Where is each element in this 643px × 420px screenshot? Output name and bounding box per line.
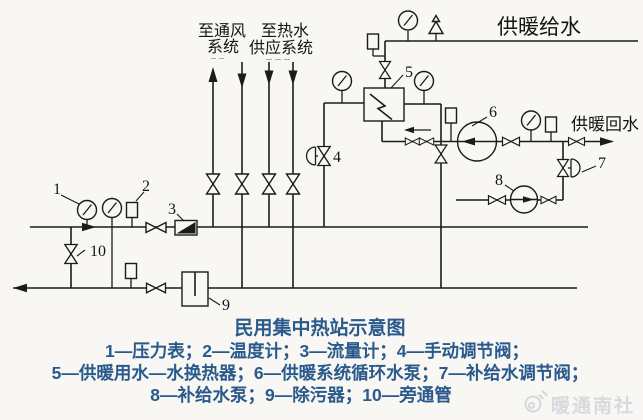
- label-to-hot-water-2: 供应系统: [249, 38, 313, 57]
- down-arrow: [237, 73, 247, 88]
- label-to-ventilation-2: 系统: [207, 38, 239, 56]
- pressure-gauge-icon: [413, 70, 435, 92]
- flow-arrow-out: [13, 283, 27, 293]
- down-arrow: [264, 70, 274, 85]
- thermometer-icon: [544, 116, 558, 133]
- shutoff-valve-icon: [378, 60, 392, 80]
- shutoff-valve-icon: [404, 137, 421, 146]
- supply-instruments: 1 2: [53, 178, 150, 288]
- callout-2: 2: [142, 178, 150, 195]
- bypass-pipe-10: 10: [64, 227, 106, 288]
- callout-5: 5: [405, 64, 413, 81]
- network-return-pipe: [13, 283, 577, 293]
- heating-return-pipe: 6 供暖回水: [381, 104, 639, 162]
- pump-flow-arrow: [462, 137, 475, 146]
- pressure-gauge-icon: [520, 110, 542, 131]
- shutoff-valve-icon: [540, 195, 557, 205]
- riser-pipes: 至通风 系统 至热水 供应系统: [198, 22, 313, 288]
- riser-valve-icon: [261, 173, 277, 195]
- supply-valve-and-flowmeter: 3: [145, 201, 198, 236]
- riser-valve-icon: [205, 173, 221, 195]
- pump-flow-arrow: [523, 196, 534, 203]
- callout-3: 3: [168, 201, 176, 218]
- shutoff-valve-icon: [487, 195, 507, 205]
- watermark-eye-icon: [524, 390, 548, 413]
- down-arrow: [288, 70, 298, 85]
- pressure-gauge-icon: [101, 197, 123, 219]
- pressure-gauge-icon: [76, 199, 98, 221]
- caption-legend-2: 5—供暖用水—水换热器；6—供暖系统循环水泵；7—补给水调节阀；: [52, 363, 589, 383]
- makeup-water-pipe: 7 8: [456, 141, 606, 214]
- thermometer-icon: [366, 33, 380, 50]
- caption-title: 民用集中热站示意图: [234, 316, 405, 339]
- bypass-valve-icon: [64, 243, 78, 265]
- thermometer-icon: [124, 262, 138, 280]
- primary-feed-pipe: 4: [305, 70, 364, 227]
- network-supply-pipe: [30, 222, 588, 232]
- heat-exchanger-5: 5: [363, 64, 413, 122]
- pressure-gauge-icon: [397, 10, 419, 31]
- return-instruments: 9: [124, 262, 230, 314]
- callout-4: 4: [333, 149, 341, 166]
- primary-return-pipe: [404, 70, 448, 288]
- thermometer-icon: [125, 201, 139, 219]
- flow-direction-arrow: [404, 126, 431, 134]
- callout-1: 1: [53, 181, 61, 198]
- label-heating-supply: 供暖给水: [497, 15, 581, 39]
- label-heating-return: 供暖回水: [571, 115, 639, 134]
- manual-regulating-valve-icon: [317, 145, 331, 167]
- callout-6: 6: [489, 104, 497, 121]
- up-arrow: [208, 67, 218, 82]
- watermark-text: 暖通南社: [551, 394, 635, 417]
- safety-valve-icon: [427, 14, 445, 41]
- watermark: 暖通南社: [524, 390, 635, 417]
- makeup-regulating-valve-icon: [556, 158, 570, 178]
- flow-arrow-in: [82, 222, 96, 232]
- riser-valve-icon: [234, 173, 250, 195]
- heat-exchange-zigzag: [369, 93, 393, 121]
- shutoff-valve-icon: [501, 136, 521, 147]
- label-to-hot-water-1: 至热水: [261, 22, 309, 40]
- caption-legend-3: 8—补给水泵；9—除污器；10—旁通管: [150, 385, 451, 405]
- label-to-ventilation-1: 至通风: [198, 22, 246, 40]
- figure-caption: 民用集中热站示意图 1—压力表；2—温度计；3—流量计；4—手动调节阀； 5—供…: [52, 316, 589, 405]
- shutoff-valve-icon: [145, 282, 167, 294]
- shutoff-valve-icon: [567, 136, 586, 147]
- callout-10: 10: [90, 243, 106, 260]
- shutoff-valve-icon: [145, 221, 167, 234]
- shutoff-valve-icon: [418, 137, 435, 146]
- thermometer-icon: [444, 107, 458, 124]
- callout-9: 9: [222, 297, 230, 314]
- dirt-separator-icon: [181, 271, 209, 307]
- heating-supply-pipe: 供暖给水: [366, 10, 638, 88]
- callout-7: 7: [598, 155, 606, 172]
- shutoff-valve-icon: [434, 144, 448, 164]
- callout-8: 8: [495, 172, 503, 189]
- pressure-gauge-icon: [331, 70, 353, 92]
- riser-valve-icon: [285, 173, 301, 195]
- caption-legend-1: 1—压力表；2—温度计；3—流量计；4—手动调节阀；: [105, 341, 529, 361]
- flow-arrow-right: [600, 137, 614, 146]
